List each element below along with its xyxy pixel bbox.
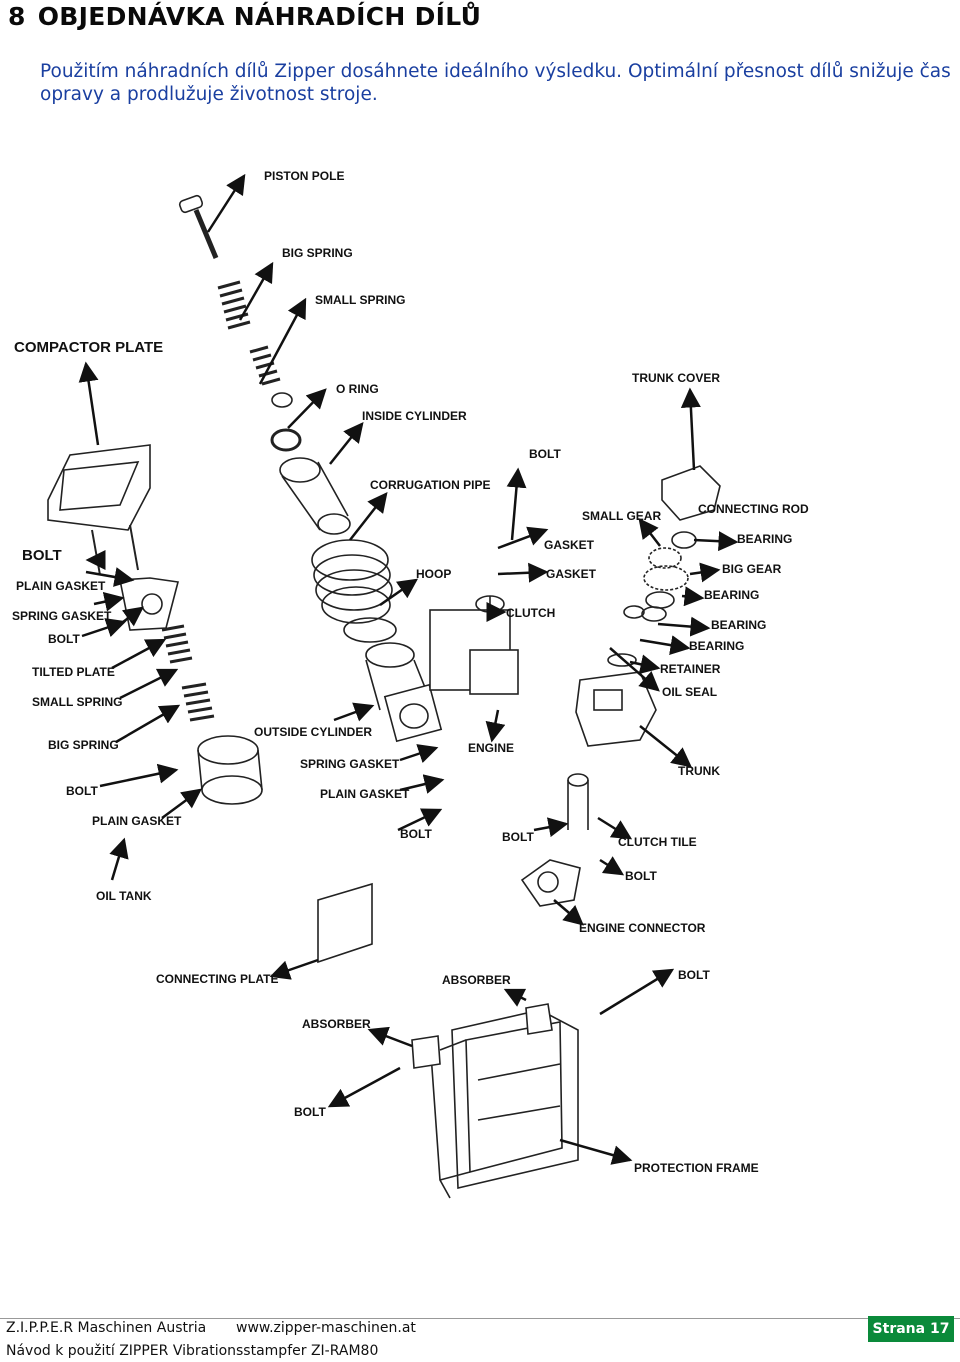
label-spring-gasket-mid: SPRING GASKET xyxy=(300,757,400,771)
label-oil-seal: OIL SEAL xyxy=(662,685,717,699)
label-bolt-top: BOLT xyxy=(529,447,561,461)
big-spring-top-part xyxy=(217,280,251,330)
label-engine-connector: ENGINE CONNECTOR xyxy=(579,921,706,935)
label-trunk-cover: TRUNK COVER xyxy=(632,371,720,385)
gear-bearing-parts xyxy=(607,531,697,667)
label-bolt-right: BOLT xyxy=(625,869,657,883)
label-trunk: TRUNK xyxy=(678,764,720,778)
footer-divider xyxy=(0,1318,960,1319)
label-big-spring-top: BIG SPRING xyxy=(282,246,353,260)
hoop-part xyxy=(343,617,397,643)
label-clutch-tile: CLUTCH TILE xyxy=(618,835,697,849)
trunk-cover-part xyxy=(661,465,721,521)
label-hoop: HOOP xyxy=(416,567,451,581)
label-bearing-3: BEARING xyxy=(711,618,766,632)
small-spring-low-part xyxy=(161,624,193,664)
label-absorber-2: ABSORBER xyxy=(302,1017,371,1031)
page-number-badge: Strana 17 xyxy=(868,1316,954,1342)
label-corrugation-pipe: CORRUGATION PIPE xyxy=(370,478,490,492)
piston-pole-part xyxy=(178,194,219,259)
label-gasket-2: GASKET xyxy=(546,567,597,581)
label-plain-gasket-low: PLAIN GASKET xyxy=(92,814,182,828)
big-spring-low-part xyxy=(181,682,215,722)
label-bearing-1: BEARING xyxy=(737,532,792,546)
footer-company: Z.I.P.P.E.R Maschinen Austria xyxy=(6,1320,207,1336)
engine-connector-part xyxy=(520,859,581,907)
footer-manual-title: Návod k použití ZIPPER Vibrationsstampfe… xyxy=(6,1343,379,1359)
label-connecting-plate: CONNECTING PLATE xyxy=(156,972,278,986)
intro-paragraph: Použitím náhradních dílů Zipper dosáhnet… xyxy=(40,61,951,105)
label-outside-cylinder: OUTSIDE CYLINDER xyxy=(254,725,372,739)
label-spring-gasket-left: SPRING GASKET xyxy=(12,609,112,623)
clutch-tile-part xyxy=(567,773,589,830)
label-small-spring-top: SMALL SPRING xyxy=(315,293,405,307)
label-big-spring-low: BIG SPRING xyxy=(48,738,119,752)
label-gasket-1: GASKET xyxy=(544,538,595,552)
section-title: OBJEDNÁVKA NÁHRADÍCH DÍLŮ xyxy=(37,2,482,31)
label-tilted-plate: TILTED PLATE xyxy=(32,665,115,679)
exploded-parts-diagram: PISTON POLE BIG SPRING SMALL SPRING COMP… xyxy=(12,169,809,1199)
section-number: 8 xyxy=(8,2,26,31)
label-bolt-left-2: BOLT xyxy=(48,632,80,646)
footer-website: www.zipper-maschinen.at xyxy=(236,1320,416,1336)
label-engine: ENGINE xyxy=(468,741,514,755)
label-big-gear: BIG GEAR xyxy=(722,562,782,576)
label-plain-gasket-mid: PLAIN GASKET xyxy=(320,787,410,801)
compactor-plate-part xyxy=(47,444,151,531)
label-bolt-frame: BOLT xyxy=(678,968,710,982)
label-compactor-plate: COMPACTOR PLATE xyxy=(14,339,163,356)
engine-part xyxy=(429,595,519,695)
o-ring-part xyxy=(270,428,302,452)
label-bolt-low-left: BOLT xyxy=(66,784,98,798)
label-connecting-rod: CONNECTING ROD xyxy=(698,502,809,516)
label-retainer: RETAINER xyxy=(660,662,721,676)
label-oil-tank: OIL TANK xyxy=(96,889,152,903)
small-spring-top-part xyxy=(249,345,293,408)
connecting-plate-part xyxy=(317,882,373,964)
label-clutch: CLUTCH xyxy=(506,606,555,620)
label-plain-gasket-left: PLAIN GASKET xyxy=(16,579,106,593)
corrugation-pipe-part xyxy=(311,539,393,624)
label-bolt-mid: BOLT xyxy=(400,827,432,841)
label-bolt-bottom: BOLT xyxy=(294,1105,326,1119)
label-inside-cylinder: INSIDE CYLINDER xyxy=(362,409,467,423)
label-bolt-left: BOLT xyxy=(22,547,62,564)
oil-tank-part xyxy=(197,735,263,805)
label-bearing-4: BEARING xyxy=(689,639,744,653)
outside-cylinder-part xyxy=(365,642,443,743)
label-bolt-mid-2: BOLT xyxy=(502,830,534,844)
inside-cylinder-part xyxy=(279,457,351,535)
label-small-spring-low: SMALL SPRING xyxy=(32,695,122,709)
label-bearing-2: BEARING xyxy=(704,588,759,602)
page-heading: 8 OBJEDNÁVKA NÁHRADÍCH DÍLŮ xyxy=(8,2,481,31)
label-protection-frame: PROTECTION FRAME xyxy=(634,1161,759,1175)
label-o-ring: O RING xyxy=(336,382,379,396)
trunk-part xyxy=(575,671,657,747)
label-absorber-1: ABSORBER xyxy=(442,973,511,987)
protection-frame-part xyxy=(411,1003,579,1199)
label-piston-pole: PISTON POLE xyxy=(264,169,344,183)
label-small-gear: SMALL GEAR xyxy=(582,509,661,523)
